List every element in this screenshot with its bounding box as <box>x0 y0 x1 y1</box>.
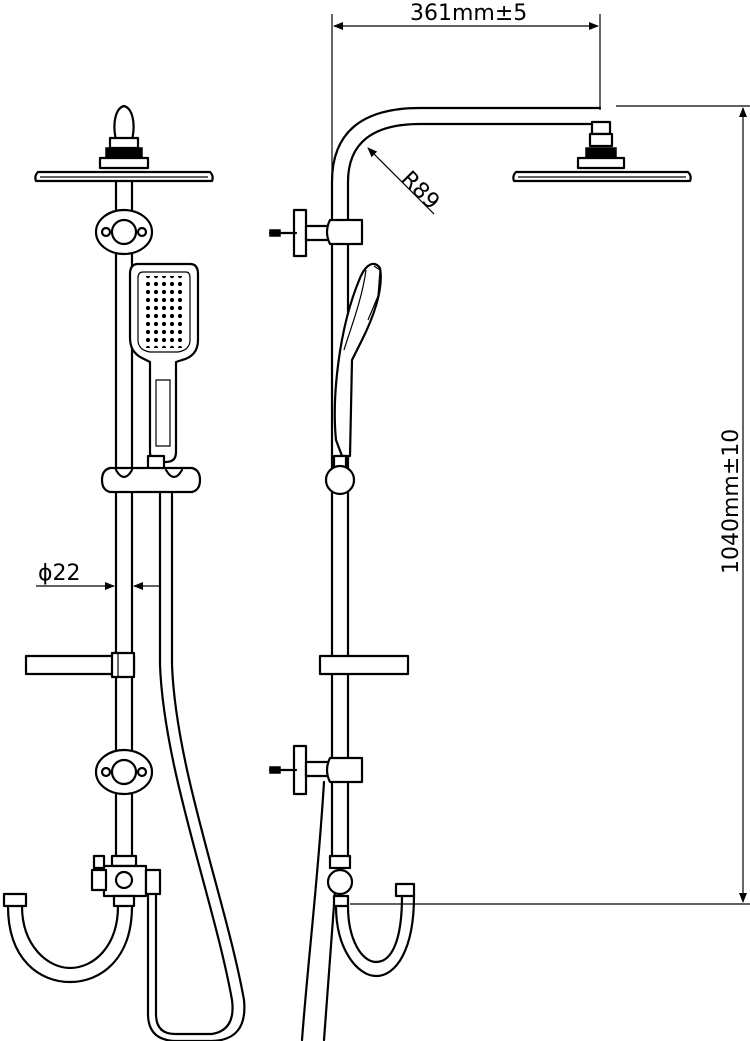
side-slide-holder <box>324 454 356 496</box>
width-dimension-label: 361mm±5 <box>410 1 527 26</box>
diameter-label: ϕ22 <box>38 561 81 586</box>
side-riser-and-arm <box>330 106 602 862</box>
front-view: ϕ22 <box>2 104 246 1041</box>
front-wall-bracket-upper <box>94 208 154 256</box>
height-dimension-label: 1040mm±10 <box>719 429 744 574</box>
side-soap-dish <box>318 654 410 676</box>
side-view <box>268 106 692 1041</box>
side-wall-arm-upper <box>268 208 364 258</box>
radius-dimension: R89 <box>367 147 444 215</box>
side-hand-shower <box>333 262 382 458</box>
front-slide-holder <box>100 454 202 494</box>
front-rain-shower-head <box>34 104 214 183</box>
radius-dimension-label: R89 <box>396 167 444 215</box>
front-diverter-valve <box>90 854 162 908</box>
width-dimension: 361mm±5 <box>331 1 601 182</box>
front-soap-dish <box>24 651 136 679</box>
front-inlet-u-pipe <box>2 892 134 984</box>
height-dimension: 1040mm±10 <box>350 105 750 905</box>
side-inlet-u-pipe <box>334 882 416 978</box>
side-wall-arm-lower <box>268 744 364 796</box>
front-diameter-dimension: ϕ22 <box>36 561 160 590</box>
front-hand-shower <box>128 262 200 464</box>
front-shower-hose <box>142 490 246 1041</box>
front-wall-bracket-lower <box>94 748 154 796</box>
side-diverter-valve <box>326 854 354 908</box>
side-rain-shower-head <box>512 120 692 183</box>
